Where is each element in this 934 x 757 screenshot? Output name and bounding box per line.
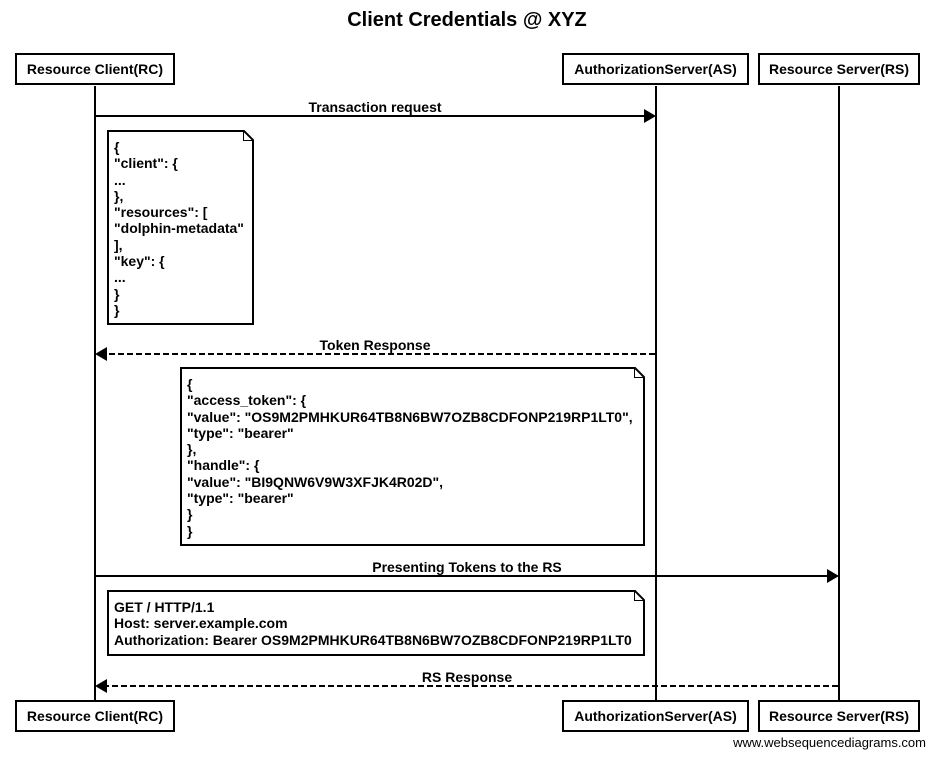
note-rs-request: GET / HTTP/1.1 Host: server.example.com … bbox=[107, 590, 645, 656]
actor-authorization-server-bottom: AuthorizationServer(AS) bbox=[562, 700, 749, 732]
note-line: "access_token": { bbox=[187, 392, 307, 409]
note-line: } bbox=[114, 285, 120, 302]
note-line: } bbox=[187, 506, 193, 523]
note-fold-icon bbox=[634, 590, 645, 601]
lifeline-authorization-server bbox=[655, 86, 657, 700]
arrow-transaction-request bbox=[95, 109, 656, 123]
note-line: ... bbox=[114, 171, 126, 188]
note-line: "value": "OS9M2PMHKUR64TB8N6BW7OZB8CDFON… bbox=[187, 408, 633, 425]
note-line: }, bbox=[114, 187, 124, 204]
note-line: Host: server.example.com bbox=[114, 615, 288, 632]
note-line: "value": "BI9QNW6V9W3XFJK4R02D", bbox=[187, 473, 444, 490]
actor-resource-server-bottom: Resource Server(RS) bbox=[758, 700, 920, 732]
note-line: { bbox=[187, 376, 193, 392]
note-fold-icon bbox=[634, 367, 645, 378]
note-line: "resources": [ bbox=[114, 204, 208, 221]
arrow-presenting-tokens bbox=[95, 569, 839, 583]
diagram-title: Client Credentials @ XYZ bbox=[347, 9, 587, 31]
watermark-link: www.websequencediagrams.com bbox=[733, 735, 926, 750]
note-line: } bbox=[187, 522, 193, 539]
lifeline-resource-server bbox=[838, 86, 840, 700]
note-line: GET / HTTP/1.1 bbox=[114, 599, 215, 615]
note-line: "client": { bbox=[114, 155, 178, 172]
note-fold-icon bbox=[243, 130, 254, 141]
note-line: "type": "bearer" bbox=[187, 490, 294, 507]
arrow-token-response bbox=[95, 347, 655, 361]
message-label-transaction-request: Transaction request bbox=[308, 99, 442, 115]
lifeline-resource-client bbox=[94, 86, 96, 700]
actor-resource-server-top: Resource Server(RS) bbox=[758, 53, 920, 85]
note-line: "handle": { bbox=[187, 457, 260, 474]
note-line: Authorization: Bearer OS9M2PMHKUR64TB8N6… bbox=[114, 631, 632, 648]
message-label-rs-response: RS Response bbox=[421, 669, 513, 685]
note-line: "type": "bearer" bbox=[187, 424, 294, 441]
note-line: }, bbox=[187, 441, 197, 458]
note-line: "key": { bbox=[114, 253, 165, 270]
arrow-rs-response bbox=[95, 679, 838, 693]
note-token-response: { "access_token": { "value": "OS9M2PMHKU… bbox=[180, 367, 645, 546]
actor-resource-client-top: Resource Client(RC) bbox=[15, 53, 175, 85]
message-label-token-response: Token Response bbox=[319, 337, 431, 353]
message-label-presenting-tokens: Presenting Tokens to the RS bbox=[372, 559, 562, 575]
note-line: { bbox=[114, 139, 120, 155]
actor-authorization-server-top: AuthorizationServer(AS) bbox=[562, 53, 749, 85]
note-transaction-request: { "client": { ... }, "resources": [ "dol… bbox=[107, 130, 254, 325]
note-line: "dolphin-metadata" bbox=[114, 220, 244, 237]
note-line: } bbox=[114, 301, 120, 318]
actor-resource-client-bottom: Resource Client(RC) bbox=[15, 700, 175, 732]
note-line: ], bbox=[114, 236, 123, 253]
note-line: ... bbox=[114, 269, 126, 286]
